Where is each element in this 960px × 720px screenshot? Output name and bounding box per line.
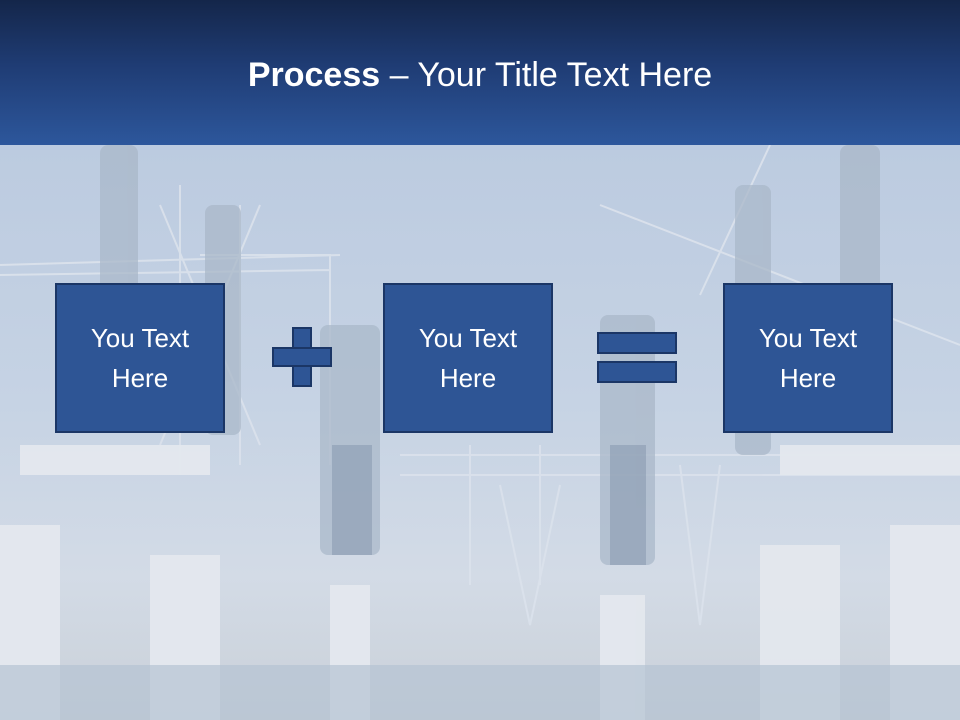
box-2-line-2: Here — [439, 363, 497, 393]
title-banner: Process – Your Title Text Here — [0, 0, 960, 145]
plus-icon-center — [294, 349, 310, 365]
box-2-line-1: You Text — [418, 323, 518, 353]
slide-title: Process – Your Title Text Here — [0, 52, 960, 98]
box-1-line-1: You Text — [90, 323, 190, 353]
box-3-line-1: You Text — [758, 323, 858, 353]
equals-icon-top-bar — [597, 332, 677, 354]
box-3-line-2: Here — [779, 363, 837, 393]
title-rest: – Your Title Text Here — [380, 56, 713, 94]
title-bold: Process — [247, 56, 381, 94]
equals-icon-bottom-bar — [597, 361, 677, 383]
box-1-line-2: Here — [111, 363, 169, 393]
